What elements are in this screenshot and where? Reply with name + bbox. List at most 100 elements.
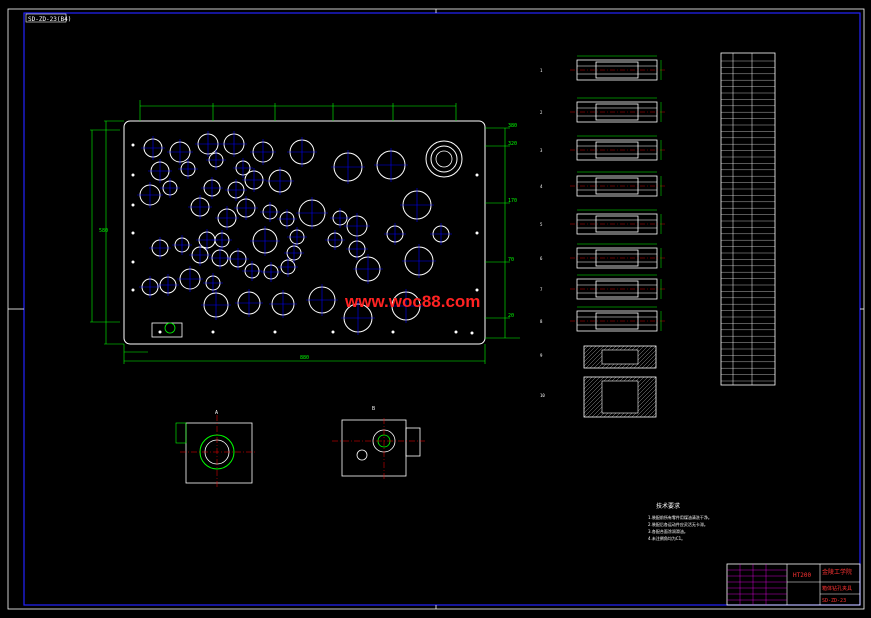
drill-hole [157, 274, 179, 296]
note-4: 4.未注倒角均为C1。 [648, 535, 685, 541]
dim-right-2: 320 [508, 141, 517, 147]
drill-hole [287, 227, 307, 247]
part-label: 7 [540, 287, 543, 292]
drill-hole [235, 289, 263, 317]
drill-hole [384, 223, 406, 245]
hole-pattern [137, 131, 452, 335]
drill-hole [195, 131, 221, 157]
drill-hole [137, 182, 163, 208]
parts-list-table [720, 52, 776, 386]
part-detail: 6 [540, 243, 665, 269]
part-label: 3 [540, 148, 543, 153]
drill-hole [261, 262, 281, 282]
drill-hole [206, 150, 226, 170]
part-detail-column: 1 2 3 4 5 6 7 8 9 10 [540, 55, 665, 418]
dim-total-height: 580 [99, 228, 108, 234]
part-detail: 7 [540, 274, 665, 300]
part-label: 4 [540, 184, 543, 189]
boss-core [435, 150, 453, 168]
drill-hole [306, 284, 338, 316]
drill-hole [266, 167, 294, 195]
section-label-b: B [372, 406, 375, 412]
drill-hole [353, 254, 383, 284]
drill-hole [296, 197, 328, 229]
part-label: 8 [540, 319, 543, 324]
technical-notes: 技术要求 1.装配前所有零件用煤油清洗干净。 2.装配后各运动件应灵活无卡滞。 … [648, 502, 712, 541]
drill-hole [209, 247, 231, 269]
dim-right-3: 170 [508, 198, 517, 204]
drill-hole [188, 195, 212, 219]
drill-hole [250, 139, 276, 165]
part-detail: 4 [540, 171, 665, 197]
drill-hole [344, 213, 370, 239]
part-label: 1 [540, 68, 543, 73]
drill-hole [277, 209, 297, 229]
code-tag-box [25, 13, 67, 23]
drill-hole [330, 208, 350, 228]
part-label: 5 [540, 222, 543, 227]
drill-hole [346, 238, 368, 260]
frame-ticks [8, 9, 864, 609]
drill-hole [215, 206, 239, 230]
drill-hole [148, 159, 172, 183]
drill-hole [221, 131, 247, 157]
drill-hole [325, 230, 345, 250]
watermark: www.woc88.com [344, 292, 480, 311]
drill-hole [242, 261, 262, 281]
drill-hole [177, 266, 203, 292]
title-code: SD-ZD-23 [822, 598, 846, 604]
locating-pin [164, 322, 176, 334]
section-b-pin [356, 449, 368, 461]
drill-hole [250, 226, 280, 256]
section-b-block [341, 419, 407, 477]
part-detail: 2 [540, 97, 665, 123]
drill-hole [189, 244, 211, 266]
part-detail: 8 [540, 306, 665, 332]
locating-block [151, 322, 183, 338]
part-label: 6 [540, 256, 543, 261]
drill-hole [287, 137, 317, 167]
title-drawing-name: 箱体钻孔夹具 [822, 585, 852, 592]
drill-hole [374, 148, 408, 182]
drill-hole [160, 178, 180, 198]
drill-hole [141, 136, 165, 160]
section-a-block [185, 422, 253, 484]
hatched-part: 10 [540, 376, 657, 418]
drill-hole [234, 196, 258, 220]
drill-hole [400, 188, 434, 222]
drill-hole [278, 257, 298, 277]
drill-hole [341, 301, 375, 335]
part-label: 10 [540, 393, 545, 398]
edge-holes [131, 143, 479, 335]
plate-outline [123, 120, 486, 345]
part-label: 2 [540, 110, 543, 115]
dim-right-1: 380 [508, 123, 517, 129]
hatched-part: 9 [540, 345, 657, 369]
drill-hole [201, 290, 231, 320]
title-block: HT200 金陵工学院 箱体钻孔夹具 SD-ZD-23 [726, 563, 861, 606]
drill-hole [227, 248, 249, 270]
drill-hole [260, 202, 280, 222]
note-1: 1.装配前所有零件用煤油清洗干净。 [648, 514, 712, 520]
section-a-flange [175, 422, 187, 444]
section-view-a: A [175, 410, 256, 488]
drill-hole [172, 235, 192, 255]
part-detail: 5 [540, 209, 665, 235]
drill-hole [389, 289, 423, 323]
title-school: 金陵工学院 [822, 568, 852, 576]
boss-inner [430, 145, 458, 173]
section-label-a: A [215, 410, 218, 416]
part-label: 9 [540, 353, 543, 358]
drill-hole [139, 276, 161, 298]
main-plate-view: 880 580 380 320 170 70 20 [90, 100, 520, 364]
code-tag: SD-ZD-23(B4) [28, 16, 71, 23]
title-material: HT200 [793, 572, 811, 579]
drill-hole [225, 179, 247, 201]
drill-hole [167, 139, 193, 165]
drill-hole [178, 159, 198, 179]
drill-hole [331, 150, 365, 184]
drill-hole [212, 230, 232, 250]
drill-hole [203, 273, 223, 293]
part-detail: 1 [540, 55, 665, 81]
